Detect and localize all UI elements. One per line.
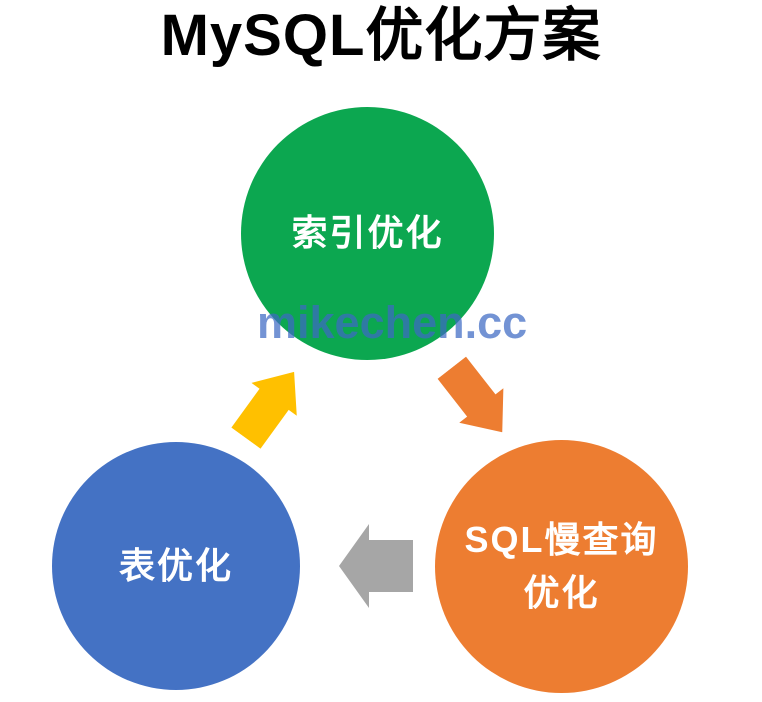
page-title: MySQL优化方案 — [160, 3, 602, 68]
arrow-table-to-index-icon — [231, 371, 297, 449]
arrow-up-right-shape — [231, 371, 297, 449]
arrow-left-shape — [339, 524, 413, 608]
arrow-down-right-shape — [437, 356, 504, 433]
arrow-index-to-slowquery-icon — [437, 356, 504, 433]
node-slow-query-optimization-label: SQL慢查询 优化 — [464, 519, 659, 613]
node-table-optimization: 表优化 — [52, 442, 300, 690]
watermark: mikechen.cc — [257, 297, 528, 348]
node-index-optimization-label: 索引优化 — [291, 212, 444, 254]
node-table-optimization-label: 表优化 — [118, 544, 233, 586]
node-slow-query-optimization: SQL慢查询 优化 — [435, 440, 688, 693]
arrow-slowquery-to-table-icon — [339, 524, 413, 608]
node-index-optimization: 索引优化 — [241, 107, 494, 360]
